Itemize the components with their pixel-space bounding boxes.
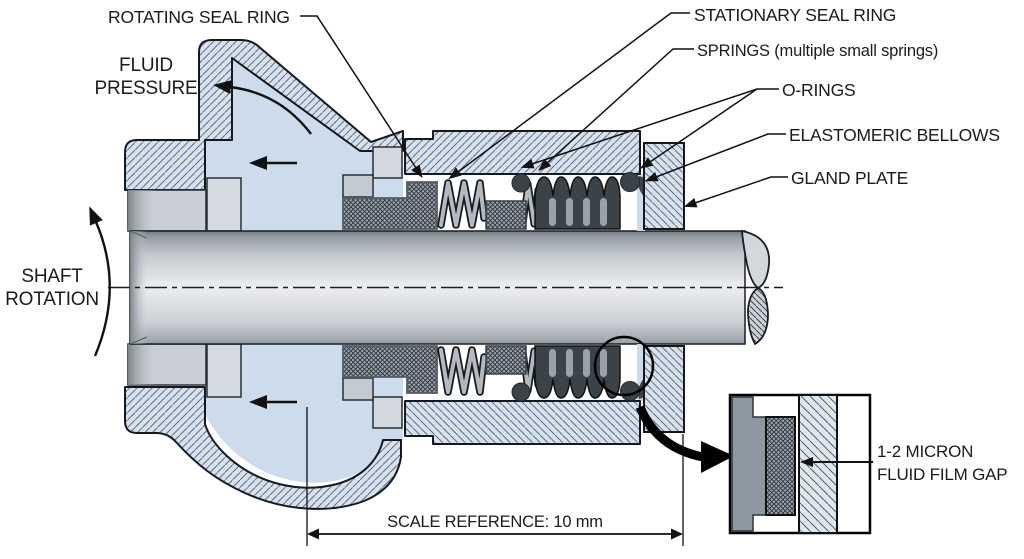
fluid-pressure-arrow-curved [213,80,312,135]
leader-stationary-seal-ring [448,12,690,180]
label-gland-plate: GLAND PLATE [791,168,908,188]
label-fluid-pressure-line1: FLUID [119,55,173,76]
detail-arrowhead [701,441,734,473]
shaft-sleeve [127,177,242,398]
leader-rotating-seal-ring [300,15,423,179]
housing-upper [124,39,404,191]
inset-rotating-face [765,416,796,516]
leader-elastomeric-bellows [644,133,786,182]
label-shaft-rotation-line1: SHAFT [21,266,83,287]
label-elastomeric-bellows: ELASTOMERIC BELLOWS [789,125,1000,145]
rotating-seal-ring-lower [342,345,438,394]
spring-retainer-upper [485,200,527,230]
gland-plate-upper [643,142,685,230]
elastomeric-bellows-lower [534,345,649,399]
inset-stationary-face [798,394,838,534]
label-film-gap-line2: FLUID FILM GAP [877,465,1007,484]
shaft-rotation-arrow [89,206,111,357]
housing-lower [124,386,402,510]
drive-collar [342,146,403,429]
leader-gland-plate [683,176,788,208]
label-o-rings: O-RINGS [782,80,855,100]
spring-retainer-lower [485,345,527,375]
rotating-seal-ring-upper [342,181,438,230]
o-ring-lower-left [511,382,531,402]
gland-gap-lower [637,344,645,401]
label-shaft-rotation: SHAFT ROTATION [5,266,99,310]
label-stationary-seal-ring: STATIONARY SEAL RING [694,5,896,25]
label-fluid-pressure: FLUID PRESSURE [95,55,198,99]
stationary-seal-ring-upper [404,130,641,175]
label-fluid-pressure-line2: PRESSURE [95,78,198,99]
gland-plate-lower [643,345,685,433]
o-ring-upper-right [620,172,640,192]
label-springs: SPRINGS (multiple small springs) [697,42,938,60]
detail-inset [728,393,873,535]
stationary-seal-ring-lower [404,400,641,445]
spring-upper [437,179,488,229]
label-film-gap-line1: 1-2 MICRON [877,442,973,461]
detail-arrow-curve [635,405,704,462]
o-ring-upper-left [511,173,531,193]
detail-circle [593,335,655,397]
label-scale-reference: SCALE REFERENCE: 10 mm [387,513,603,531]
gland-gap-upper [637,174,645,231]
spring-lower [437,346,488,396]
label-shaft-rotation-line2: ROTATION [5,289,99,310]
label-film-gap: 1-2 MICRON FLUID FILM GAP [877,442,1008,484]
leader-springs [538,48,694,172]
label-rotating-seal-ring: ROTATING SEAL RING [108,7,290,27]
shaft-break-lower [747,286,769,346]
scale-reference [306,407,684,546]
inset-seal-holder [731,396,767,532]
leader-lines [300,12,788,208]
leader-o-ring-right [640,88,758,169]
